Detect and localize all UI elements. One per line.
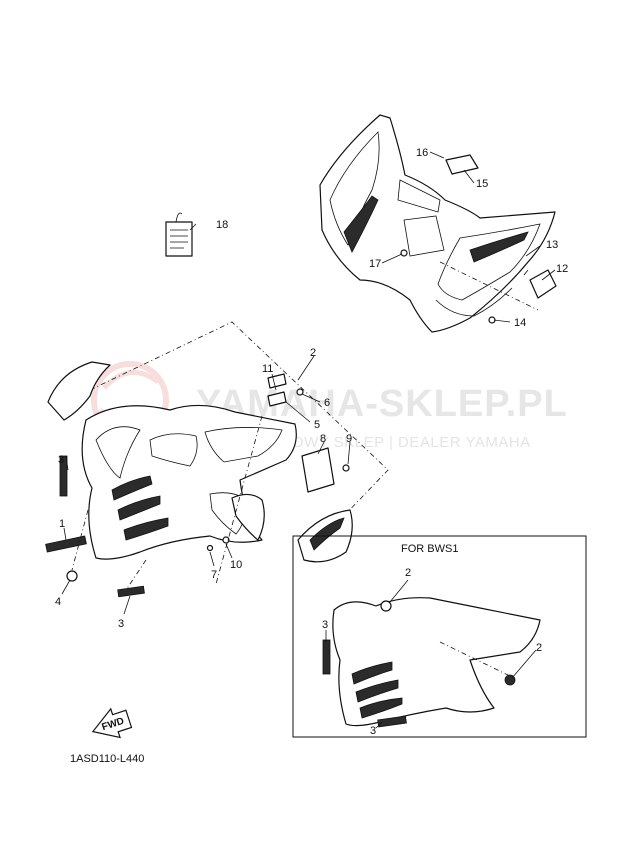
- callout-6: 6: [324, 397, 330, 409]
- diagram-code: 1ASD110-L440: [70, 753, 144, 765]
- rear-fender-assembly: [319, 114, 557, 333]
- callout-14: 14: [514, 317, 526, 329]
- callout-3-bottom: 3: [118, 618, 124, 630]
- callout-1: 1: [59, 518, 65, 530]
- callout-5: 5: [314, 419, 320, 431]
- inset-title: FOR BWS1: [401, 543, 458, 555]
- inset-bws1: [292, 535, 587, 738]
- callout-2: 2: [310, 347, 316, 359]
- callout-16: 16: [416, 147, 428, 159]
- inset-callout-2-top: 2: [405, 567, 411, 579]
- fwd-arrow: FWD: [91, 707, 133, 739]
- callout-12: 12: [556, 263, 568, 275]
- warning-label-card: [165, 212, 193, 257]
- callout-numbers: 18 16 15 17 13 12 14 2 11 6 5 8 9 3 1 4 …: [55, 147, 568, 765]
- leader-lines: [61, 151, 556, 729]
- watermark-tagline: OBJUCIOWY SKLEP | DEALER YAMAHA: [234, 434, 531, 451]
- callout-13: 13: [546, 239, 558, 251]
- callout-8: 8: [320, 433, 326, 445]
- callout-9: 9: [346, 433, 352, 445]
- callout-15: 15: [476, 178, 488, 190]
- callout-17: 17: [369, 258, 381, 270]
- front-fender-assembly: [45, 321, 389, 598]
- callout-10: 10: [230, 559, 242, 571]
- callout-18: 18: [216, 219, 228, 231]
- inset-callout-3-left: 3: [322, 619, 328, 631]
- callout-7: 7: [211, 569, 217, 581]
- inset-callout-2-right: 2: [536, 642, 542, 654]
- callout-4: 4: [55, 596, 61, 608]
- inset-callout-3-bottom: 3: [370, 725, 376, 737]
- callout-11: 11: [262, 363, 273, 375]
- callout-3-left: 3: [58, 454, 64, 466]
